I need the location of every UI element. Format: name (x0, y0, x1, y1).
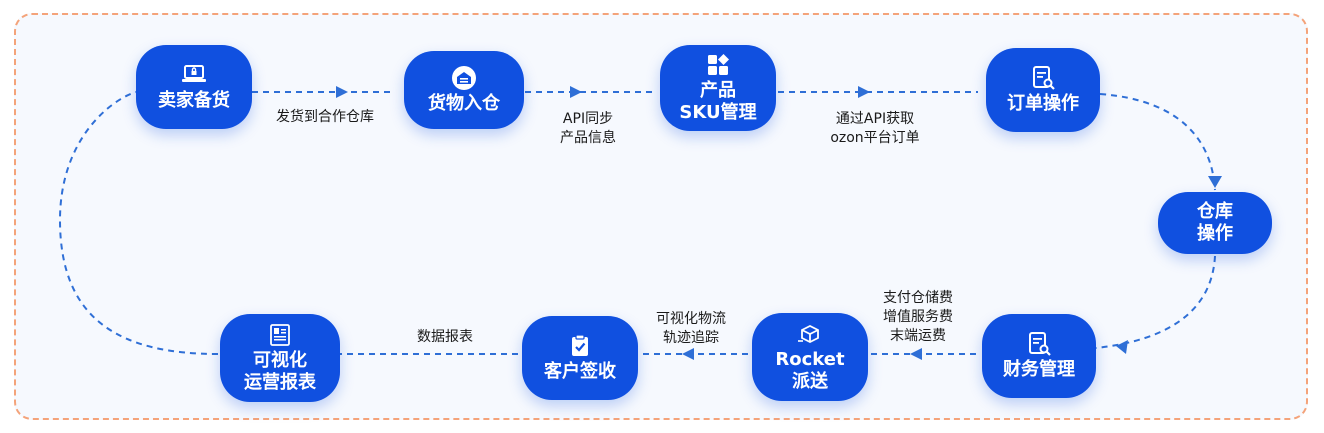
node-warehouse-ops: 仓库 操作 (1158, 192, 1272, 254)
node-label-warehouse-in: 货物入仓 (428, 93, 500, 114)
node-product-sku: 产品 SKU管理 (660, 45, 776, 131)
arrowhead-api-orders (858, 86, 870, 98)
node-label-order-ops: 订单操作 (1007, 93, 1079, 114)
node-label-warehouse-ops: 仓库 操作 (1197, 201, 1233, 244)
laptop-lock-icon (181, 62, 207, 88)
edge-label-api-orders: 通过API获取 ozon平台订单 (830, 111, 920, 146)
warehouse-icon (451, 65, 477, 91)
edge-label-api-sync: API同步 产品信息 (560, 111, 616, 146)
arrowhead-customer (682, 348, 694, 360)
node-label-customer-sign: 客户签收 (544, 361, 616, 382)
report-sheet-icon (267, 322, 293, 348)
document-search-icon (1030, 65, 1056, 91)
node-customer-sign: 客户签收 (522, 316, 638, 400)
node-label-product-sku: 产品 SKU管理 (679, 80, 757, 123)
edge-label-data-report: 数据报表 (417, 329, 473, 345)
arrowhead-rocket (910, 348, 922, 360)
node-label-rocket-delivery: Rocket 派送 (775, 349, 845, 392)
arrowhead-warehouse-ops (1208, 176, 1222, 188)
edge-order-to-warehouse-ops (1099, 93, 1216, 191)
edge-report-to-seller (58, 91, 219, 355)
node-warehouse-in: 货物入仓 (404, 51, 524, 129)
node-label-seller-stock: 卖家备货 (158, 90, 230, 111)
edge-label-tracking: 可视化物流 轨迹追踪 (656, 311, 726, 346)
arrowhead-ship (336, 86, 348, 98)
node-seller-stock: 卖家备货 (136, 45, 252, 129)
node-rocket-delivery: Rocket 派送 (752, 313, 868, 401)
grid-blocks-icon (705, 52, 731, 78)
delivery-box-icon (797, 321, 823, 347)
arrowhead-finance (1116, 340, 1128, 354)
edge-label-fees: 支付仓储费 增值服务费 末端运费 (883, 290, 953, 344)
node-order-ops: 订单操作 (986, 48, 1100, 132)
node-finance-mgmt: 财务管理 (982, 314, 1096, 398)
node-visual-report: 可视化 运营报表 (220, 314, 340, 402)
clipboard-check-icon (567, 333, 593, 359)
document-search-icon (1026, 331, 1052, 357)
arrowhead-api-sync (570, 86, 582, 98)
edge-label-ship-to-warehouse: 发货到合作仓库 (276, 109, 374, 125)
node-label-finance-mgmt: 财务管理 (1003, 359, 1075, 380)
edge-warehouse-ops-to-finance (1095, 255, 1216, 349)
node-label-visual-report: 可视化 运营报表 (244, 350, 316, 393)
